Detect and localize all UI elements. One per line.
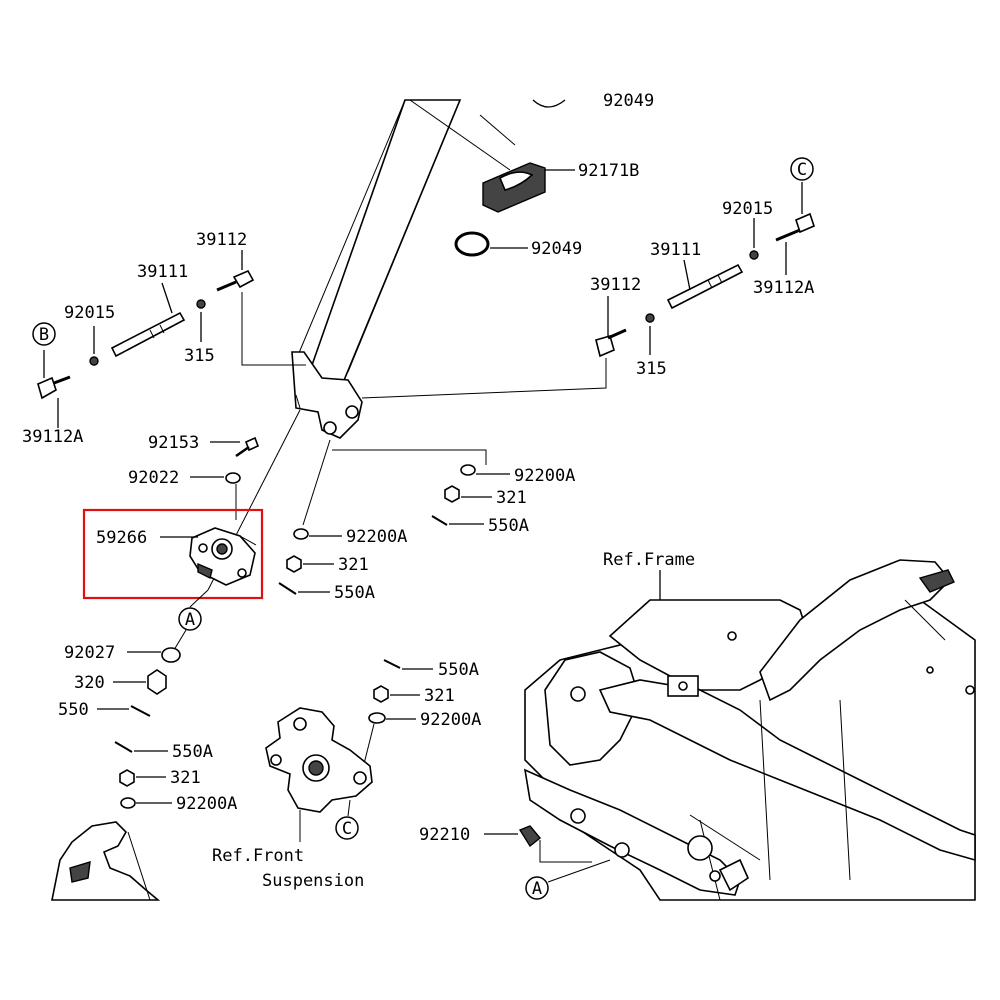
seal-92049-top: [532, 99, 566, 108]
label-92022: 92022: [128, 468, 179, 488]
washer-92200A-4: [368, 712, 386, 724]
tie-rod-end-39112A-right: [775, 212, 815, 242]
knuckle-left-fragment: [51, 821, 161, 901]
label-92153: 92153: [148, 433, 199, 453]
callout-C-right: [790, 157, 814, 181]
highlight-box: [82, 508, 264, 600]
label-550: 550: [58, 700, 89, 720]
callout-letter-C-right: C: [797, 160, 807, 180]
nut-321-1: [444, 485, 460, 503]
label-321-1: 321: [496, 488, 527, 508]
label-320: 320: [74, 673, 105, 693]
label-92015-left: 92015: [64, 303, 115, 323]
callout-letter-A-left: A: [185, 610, 195, 630]
label-315-right: 315: [636, 359, 667, 379]
label-39112-right: 39112: [590, 275, 641, 295]
washer-92027: [161, 647, 181, 663]
callout-A-left: [178, 607, 202, 631]
cotter-pin-550: [130, 705, 151, 717]
label-550A-2: 550A: [334, 583, 375, 603]
tie-rod-end-39112-left: [216, 269, 255, 292]
label-92171B: 92171B: [578, 161, 639, 181]
nut-315-right: [645, 313, 655, 323]
tie-rod-right: [666, 263, 744, 310]
label-92200A-1: 92200A: [514, 466, 575, 486]
label-92049-top: 92049: [603, 91, 654, 111]
nut-92015-left: [89, 356, 99, 366]
label-92200A-4: 92200A: [420, 710, 481, 730]
cotter-pin-550A-3: [114, 741, 133, 753]
label-315-left: 315: [184, 346, 215, 366]
tie-rod-left: [110, 311, 186, 358]
label-92200A-2: 92200A: [346, 527, 407, 547]
callout-B: [32, 322, 56, 346]
callout-letter-C-bottom: C: [342, 819, 352, 839]
cotter-pin-550A-4: [383, 659, 401, 669]
label-39111-right: 39111: [650, 240, 701, 260]
tie-rod-end-39112A-left: [37, 375, 71, 400]
bolt-92153: [235, 436, 260, 458]
label-ref-front-suspension-2: Suspension: [262, 871, 364, 891]
label-92210: 92210: [419, 825, 470, 845]
label-92015-right: 92015: [722, 199, 773, 219]
label-ref-front-suspension-1: Ref.Front: [212, 846, 304, 866]
frame: [523, 559, 976, 901]
steering-shaft: [291, 99, 516, 439]
cotter-pin-550A-2: [278, 582, 297, 595]
label-550A-4: 550A: [438, 660, 479, 680]
washer-92200A-1: [460, 464, 476, 476]
label-321-3: 321: [170, 768, 201, 788]
tie-rod-end-39112-right: [595, 328, 627, 358]
label-321-4: 321: [424, 686, 455, 706]
label-39112A-left: 39112A: [22, 427, 83, 447]
label-59266: 59266: [96, 528, 147, 548]
bracket-92171B: [482, 162, 546, 213]
label-39111-left: 39111: [137, 262, 188, 282]
clip-92210: [518, 825, 541, 848]
label-39112A-right: 39112A: [753, 278, 814, 298]
label-39112-left: 39112: [196, 230, 247, 250]
label-92027: 92027: [64, 643, 115, 663]
nut-321-3: [119, 769, 135, 787]
cotter-pin-550A-1: [431, 515, 448, 526]
label-321-2: 321: [338, 555, 369, 575]
nut-321-2: [286, 555, 302, 573]
label-92049: 92049: [531, 239, 582, 259]
label-92200A-3: 92200A: [176, 794, 237, 814]
label-ref-frame: Ref.Frame: [603, 550, 695, 570]
o-ring-92049: [454, 231, 490, 257]
bracket-59266: [189, 527, 257, 586]
label-550A-3: 550A: [172, 742, 213, 762]
nut-315-left: [196, 299, 206, 309]
callout-C-bottom: [335, 816, 359, 840]
callout-A-bottom: [525, 876, 549, 900]
nut-92015-right: [749, 250, 759, 260]
nut-320: [147, 669, 167, 695]
label-550A-1: 550A: [488, 516, 529, 536]
washer-92200A-2: [293, 528, 309, 540]
front-suspension-knuckle: [265, 707, 373, 813]
callout-letter-B: B: [39, 325, 49, 345]
washer-92200A-3: [120, 797, 136, 809]
nut-321-4: [373, 685, 389, 703]
callout-letter-A-bottom: A: [532, 879, 542, 899]
washer-92022: [225, 472, 241, 484]
